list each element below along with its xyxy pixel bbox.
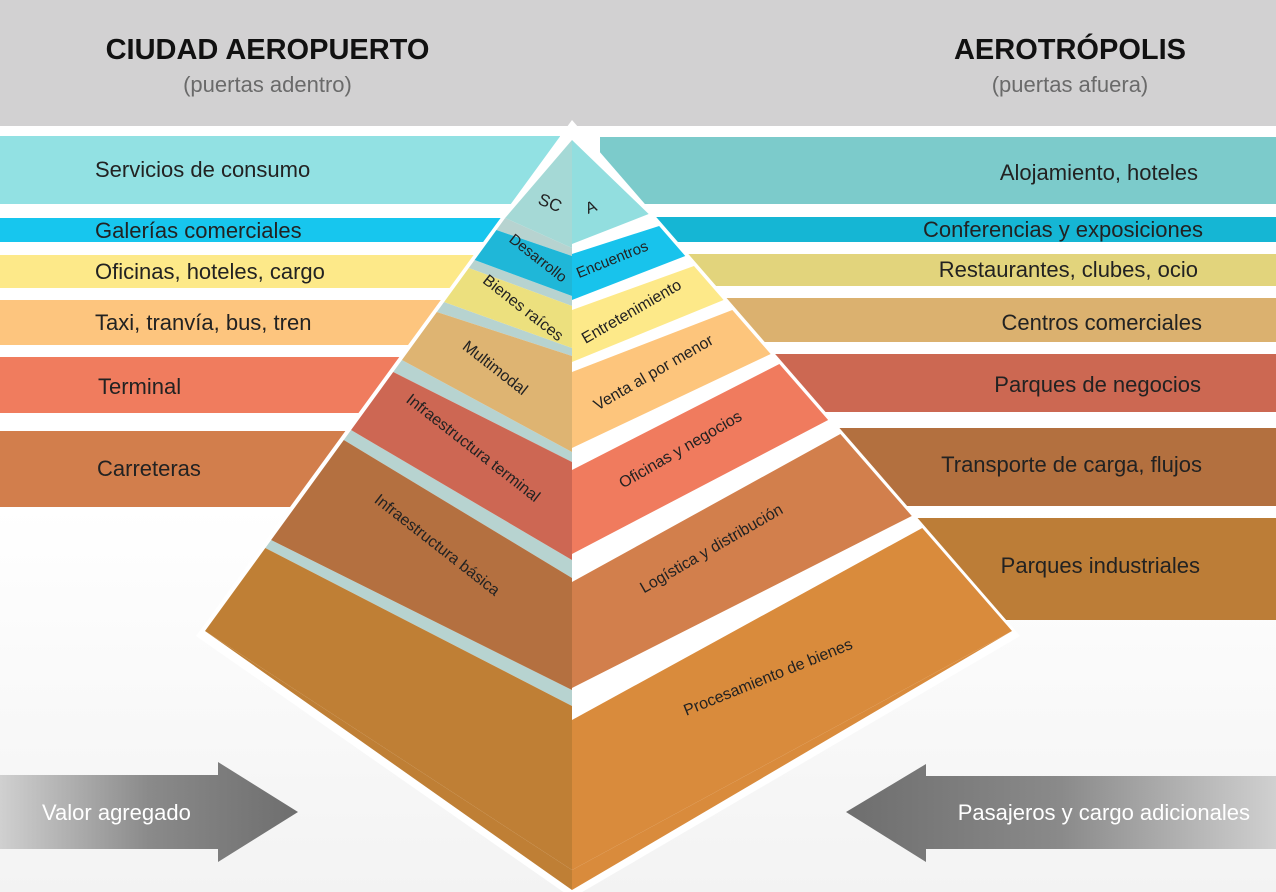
header-bar bbox=[0, 0, 1276, 126]
left-band-1 bbox=[0, 218, 560, 242]
aerotropolis-title: AEROTRÓPOLIS bbox=[953, 34, 1186, 66]
additional-passengers-cargo-arrow bbox=[846, 764, 1276, 862]
pyramid-right-tier-1 bbox=[572, 226, 686, 300]
pyramid-left-gap-2 bbox=[436, 302, 572, 356]
pyramid-left-tier-1 bbox=[474, 230, 572, 296]
pyramid-right-tier-6 bbox=[572, 528, 1012, 870]
pyramid-left-tier-2 bbox=[444, 268, 572, 348]
pyramid-right-tier-5 bbox=[572, 434, 912, 688]
right-band-label-5: Transporte de carga, flujos bbox=[941, 452, 1202, 477]
pyramid-right-tier-0 bbox=[572, 140, 649, 244]
pyramid-right-tier-2 bbox=[572, 266, 724, 362]
pyramid-left-gap-3 bbox=[393, 360, 572, 462]
right-band-2 bbox=[600, 254, 1276, 286]
pyramid-right-tier-3 bbox=[572, 310, 771, 448]
airport-city-title: CIUDAD AEROPUERTO bbox=[105, 34, 430, 66]
pyramid-left-gap-1 bbox=[468, 260, 572, 306]
additional-passengers-cargo-label: Pasajeros y cargo adicionales bbox=[958, 800, 1250, 825]
pyramid-left-tier-6 bbox=[205, 548, 572, 870]
pyramid-left-tier-5 bbox=[271, 440, 572, 690]
aerotropolis-subtitle: (puertas afuera) bbox=[991, 72, 1149, 97]
pyramid-left-gap-4 bbox=[343, 430, 572, 578]
left-band-0 bbox=[0, 136, 560, 204]
pyramid-right-base bbox=[572, 631, 1012, 890]
pyramid-right-tier-4 bbox=[572, 364, 829, 554]
pyramid-left-tier-3 bbox=[401, 312, 572, 452]
left-band-label-3: Taxi, tranvía, bus, tren bbox=[95, 310, 311, 335]
pyramid-left-gap-5 bbox=[265, 540, 572, 706]
right-band-0 bbox=[600, 137, 1276, 204]
pyramid-left-tier-4 bbox=[351, 372, 572, 560]
pyramid-left-base bbox=[205, 631, 572, 890]
left-band-label-4: Terminal bbox=[98, 374, 181, 399]
right-band-label-3: Centros comerciales bbox=[1001, 310, 1202, 335]
right-band-label-1: Conferencias y exposiciones bbox=[923, 217, 1203, 242]
left-band-label-1: Galerías comerciales bbox=[95, 218, 302, 243]
right-band-1 bbox=[600, 217, 1276, 242]
pyramid-left-tier-0 bbox=[505, 140, 572, 248]
left-band-label-5: Carreteras bbox=[97, 456, 201, 481]
value-added-arrow bbox=[0, 762, 298, 862]
value-added-label: Valor agregado bbox=[42, 800, 191, 825]
right-band-label-0: Alojamiento, hoteles bbox=[1000, 160, 1198, 185]
right-band-label-6: Parques industriales bbox=[1001, 553, 1200, 578]
airport-city-subtitle: (puertas adentro) bbox=[183, 72, 352, 97]
pyramid-left-gap-0 bbox=[496, 218, 572, 256]
left-band-label-0: Servicios de consumo bbox=[95, 157, 310, 182]
right-band-label-4: Parques de negocios bbox=[994, 372, 1201, 397]
right-band-label-2: Restaurantes, clubes, ocio bbox=[939, 257, 1198, 282]
left-band-label-2: Oficinas, hoteles, cargo bbox=[95, 259, 325, 284]
